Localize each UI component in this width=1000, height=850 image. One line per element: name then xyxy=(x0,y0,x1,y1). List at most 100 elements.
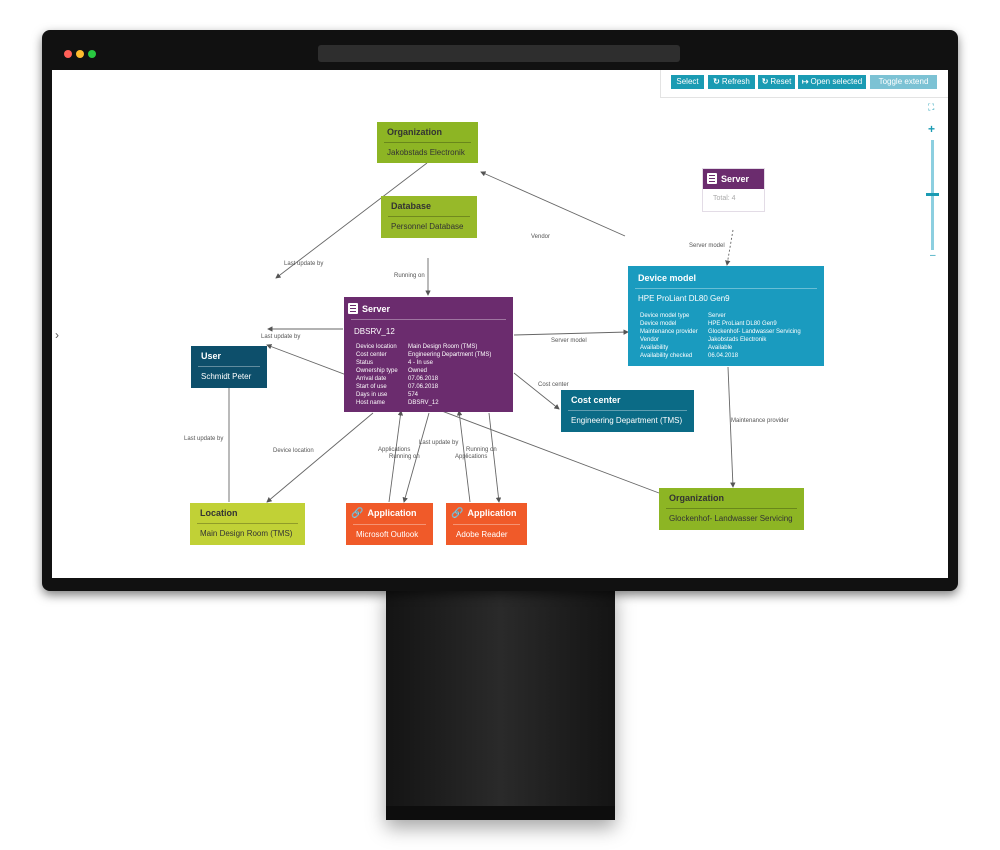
edge-server-to-device-model xyxy=(513,329,629,336)
edge-reader-to-server xyxy=(456,410,471,503)
node-value: Total: 4 xyxy=(713,195,736,202)
prop-key: Availability xyxy=(640,345,669,351)
edge-label-running-on-2: Running on xyxy=(466,447,497,453)
chevron-right-icon[interactable]: › xyxy=(55,328,59,342)
node-type-label: Application xyxy=(367,508,417,518)
select-button-label: Select xyxy=(676,77,699,86)
server-icon xyxy=(707,173,717,184)
link-icon: 🔗 xyxy=(351,508,364,519)
node-divider xyxy=(198,366,260,367)
prop-key: Vendor xyxy=(640,337,660,343)
edge-label-server-model: Server model xyxy=(551,338,587,344)
node-value: Glockenhof- Landwasser Servicing xyxy=(669,514,793,523)
zoom-out-icon[interactable]: – xyxy=(930,250,936,261)
select-button[interactable]: Select xyxy=(671,75,704,89)
close-dot-icon[interactable] xyxy=(64,50,72,58)
organization-node-top[interactable]: Organization Jakobstads Electronik xyxy=(377,122,478,163)
node-value: Personnel Database xyxy=(391,222,464,231)
organization-node-bottom[interactable]: Organization Glockenhof- Landwasser Serv… xyxy=(659,488,804,530)
prop-key: Device model type xyxy=(640,313,690,319)
node-type-label: Device model xyxy=(638,273,697,283)
node-divider xyxy=(388,216,470,217)
edge-server-to-reader xyxy=(488,412,502,503)
maximize-dot-icon[interactable] xyxy=(88,50,96,58)
application-node-outlook[interactable]: 🔗Application Microsoft Outlook xyxy=(346,503,433,545)
edge-label-last-update-by-app: Last update by xyxy=(419,440,459,446)
node-value: Schmidt Peter xyxy=(201,372,252,381)
node-type-label: Database xyxy=(391,201,432,211)
prop-key: Host name xyxy=(356,400,386,406)
prop-key: Ownership type xyxy=(356,368,398,374)
fullscreen-icon[interactable]: ⛶ xyxy=(928,102,935,112)
prop-value: Owned xyxy=(408,368,428,374)
zoom-control: ⛶ + – xyxy=(925,100,941,262)
prop-value: Glockenhof- Landwasser Servicing xyxy=(708,329,801,335)
node-value: Engineering Department (TMS) xyxy=(571,416,683,425)
refresh-icon: ↻ xyxy=(713,77,720,86)
prop-value: Main Design Room (TMS) xyxy=(408,344,478,350)
prop-key: Maintenance provider xyxy=(640,329,698,335)
prop-value: HPE ProLiant DL80 Gen9 xyxy=(708,321,777,327)
node-divider xyxy=(197,523,298,524)
prop-key: Availability checked xyxy=(640,353,693,359)
prop-value: 07.06.2018 xyxy=(408,384,439,390)
application-node-header: 🔗Application xyxy=(346,503,433,524)
node-divider xyxy=(351,319,506,320)
edge-server-to-outlook xyxy=(402,412,430,503)
edge-device-model-to-organization-bottom xyxy=(727,366,736,488)
refresh-button[interactable]: ↻Refresh xyxy=(708,75,755,89)
node-type-label: Location xyxy=(200,508,238,518)
prop-key: Status xyxy=(356,360,374,366)
prop-key: Days in use xyxy=(356,392,388,398)
database-node[interactable]: Database Personnel Database xyxy=(381,196,477,238)
open-selected-button[interactable]: ↦Open selected xyxy=(798,75,866,89)
node-value: Adobe Reader xyxy=(456,530,508,539)
edge-label-server-model-top: Server model xyxy=(689,243,725,249)
zoom-slider-thumb[interactable] xyxy=(926,193,939,196)
monitor-frame: Select ↻Refresh ↻Reset ↦Open selected To… xyxy=(42,30,958,591)
prop-key: Arrival date xyxy=(356,376,387,382)
toggle-extend-button[interactable]: Toggle extend xyxy=(870,75,937,89)
node-type-label: Organization xyxy=(387,127,443,137)
node-value: DBSRV_12 xyxy=(354,327,395,336)
node-type-label: Cost center xyxy=(571,395,621,405)
minimize-dot-icon[interactable] xyxy=(76,50,84,58)
prop-value: 4 - In use xyxy=(408,360,434,366)
prop-value: Available xyxy=(708,345,733,351)
edge-outlook-to-server xyxy=(388,410,404,503)
reset-button-label: Reset xyxy=(770,77,792,86)
edge-label-running-on: Running on xyxy=(394,273,425,279)
edge-label-cost-center: Cost center xyxy=(538,382,569,388)
node-value: HPE ProLiant DL80 Gen9 xyxy=(638,294,730,303)
node-value: Jakobstads Electronik xyxy=(387,148,465,157)
zoom-in-icon[interactable]: + xyxy=(928,122,936,136)
server-summary-header: Server xyxy=(703,169,764,189)
toggle-extend-button-label: Toggle extend xyxy=(878,77,929,86)
edge-label-last-update-by-location: Last update by xyxy=(184,436,224,442)
edge-device-model-to-organization xyxy=(480,171,626,237)
edge-label-last-update-by: Last update by xyxy=(284,261,324,267)
reset-button[interactable]: ↻Reset xyxy=(758,75,795,89)
location-node[interactable]: Location Main Design Room (TMS) xyxy=(190,503,305,545)
edge-label-running-on-1: Running on xyxy=(389,454,420,460)
edge-server-to-location xyxy=(266,412,374,503)
server-summary-node[interactable]: Server Total: 4 xyxy=(702,168,765,212)
cost-center-node[interactable]: Cost center Engineering Department (TMS) xyxy=(561,390,694,432)
prop-value: 06.04.2018 xyxy=(708,353,739,359)
edge-organization-to-user xyxy=(275,162,428,279)
prop-key: Cost center xyxy=(356,352,387,358)
address-bar[interactable] xyxy=(318,45,680,62)
node-divider xyxy=(635,288,817,289)
application-node-reader[interactable]: 🔗Application Adobe Reader xyxy=(446,503,527,545)
node-divider xyxy=(353,524,426,525)
monitor-stand xyxy=(386,588,615,820)
device-model-node[interactable]: Device model HPE ProLiant DL80 Gen9 Devi… xyxy=(628,266,824,366)
user-node[interactable]: User Schmidt Peter xyxy=(191,346,267,388)
edge-label-device-location: Device location xyxy=(273,448,314,454)
node-value: Main Design Room (TMS) xyxy=(200,529,293,538)
edge-label-last-update-by-server: Last update by xyxy=(261,334,301,340)
edge-server-to-cost-center xyxy=(513,372,560,410)
graph-screen: Select ↻Refresh ↻Reset ↦Open selected To… xyxy=(52,70,948,578)
